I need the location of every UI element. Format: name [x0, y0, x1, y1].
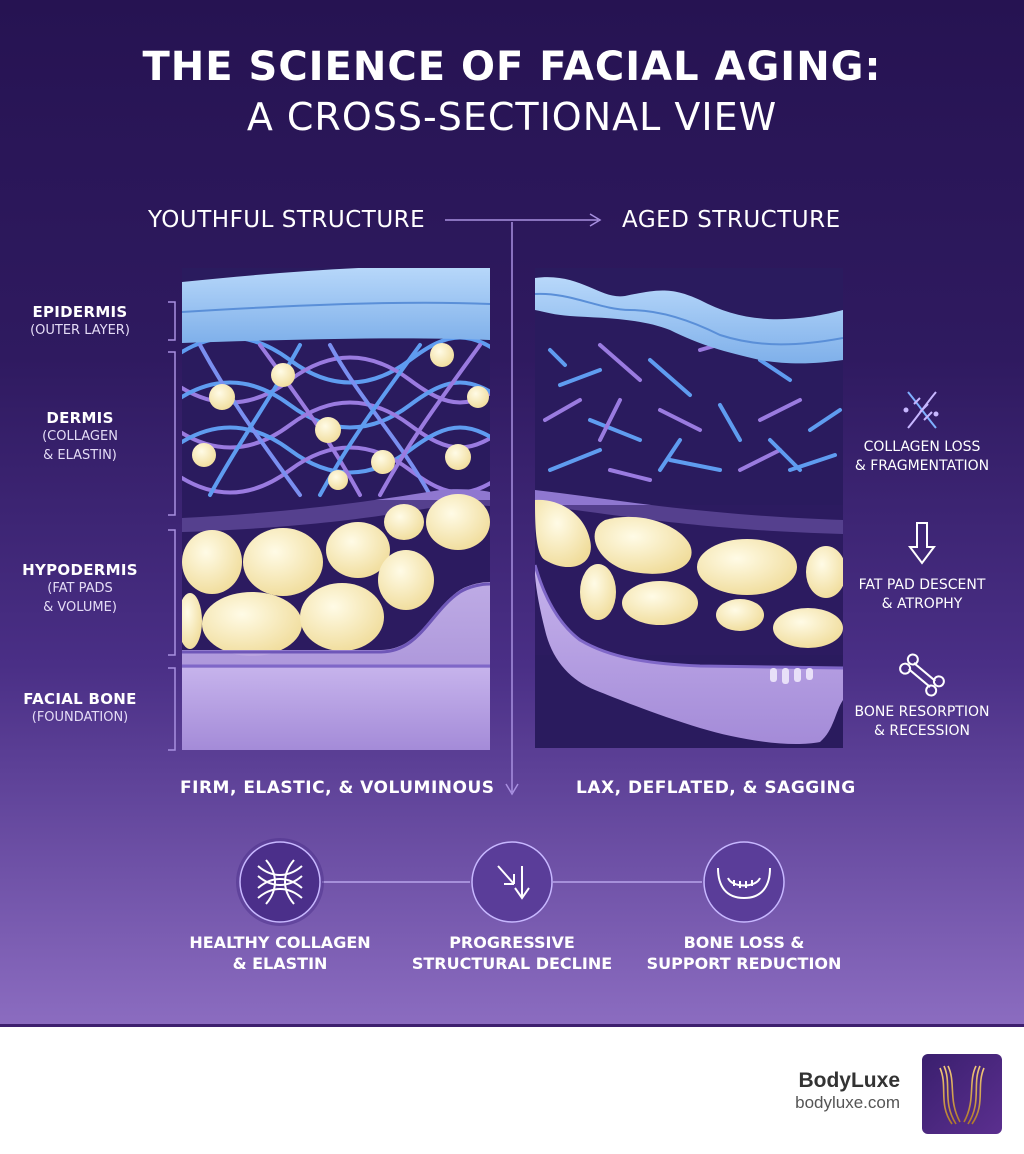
- youthful-cross-section: [182, 268, 490, 750]
- effect-fat-pad-descent: FAT PAD DESCENT & ATROPHY: [840, 576, 1004, 614]
- summary-line: PROGRESSIVE: [449, 933, 575, 952]
- aged-cross-section: [535, 268, 843, 748]
- youthful-caption: FIRM, ELASTIC, & VOLUMINOUS: [180, 778, 495, 798]
- summary-line: SUPPORT REDUCTION: [646, 954, 842, 973]
- aged-bone: [535, 565, 843, 745]
- layer-description: (OUTER LAYER): [30, 323, 130, 338]
- decline-arrows-icon: [471, 841, 553, 923]
- cross-section-diagram: [168, 213, 945, 926]
- main-subtitle: A CROSS-SECTIONAL VIEW: [246, 95, 778, 139]
- collagen-mesh-icon: [236, 838, 324, 926]
- youthful-epidermis: [182, 268, 490, 343]
- summary-line: HEALTHY COLLAGEN: [189, 933, 371, 952]
- effect-line: & FRAGMENTATION: [854, 458, 990, 474]
- aged-fragmented-fibers: [543, 338, 842, 482]
- layer-label-epidermis: EPIDERMIS (OUTER LAYER): [10, 303, 150, 340]
- layer-description: (FOUNDATION): [31, 710, 129, 725]
- infographic: THE SCIENCE OF FACIAL AGING: A CROSS-SEC…: [0, 0, 1024, 1024]
- effect-line: COLLAGEN LOSS: [863, 439, 981, 455]
- summary-bone-loss: BONE LOSS & SUPPORT REDUCTION: [634, 932, 854, 974]
- youthful-heading: YOUTHFUL STRUCTURE: [148, 207, 426, 233]
- bone-icon: [899, 653, 945, 697]
- aged-epidermis: [535, 277, 843, 364]
- effect-line: FAT PAD DESCENT: [858, 577, 986, 593]
- layer-brackets: [168, 301, 176, 751]
- effect-line: & ATROPHY: [881, 596, 963, 612]
- summary-structural-decline: PROGRESSIVE STRUCTURAL DECLINE: [402, 932, 622, 974]
- effect-line: BONE RESORPTION: [854, 704, 990, 720]
- brand-logo-icon: [922, 1054, 1002, 1134]
- center-divider: [505, 222, 519, 796]
- layer-name: EPIDERMIS: [32, 303, 128, 321]
- youthful-fat-pads: [182, 494, 490, 656]
- dna-icon: [903, 391, 939, 429]
- summary-line: & ELASTIN: [232, 954, 328, 973]
- aged-teeth: [770, 668, 813, 684]
- youthful-facial-bone: [182, 668, 490, 750]
- layer-description: (COLLAGEN: [42, 429, 118, 444]
- aged-fat-pads: [535, 499, 843, 648]
- aged-caption: LAX, DEFLATED, & SAGGING: [576, 778, 856, 798]
- summary-line: BONE LOSS &: [683, 933, 805, 952]
- layer-label-facial-bone: FACIAL BONE (FOUNDATION): [10, 690, 150, 727]
- layer-name: DERMIS: [46, 409, 114, 427]
- down-arrow-icon: [908, 522, 936, 565]
- summary-line: STRUCTURAL DECLINE: [411, 954, 613, 973]
- youthful-elastin-cells: [192, 343, 489, 490]
- effect-line: & RECESSION: [874, 723, 970, 739]
- effect-collagen-loss: COLLAGEN LOSS & FRAGMENTATION: [840, 438, 1004, 476]
- layer-name: HYPODERMIS: [22, 561, 138, 579]
- layer-label-dermis: DERMIS (COLLAGEN & ELASTIN): [10, 409, 150, 465]
- layer-description: (FAT PADS: [47, 581, 113, 596]
- jawbone-icon: [703, 841, 785, 923]
- layer-name: FACIAL BONE: [23, 690, 137, 708]
- main-title: THE SCIENCE OF FACIAL AGING:: [142, 44, 882, 90]
- layer-description: & ELASTIN): [43, 448, 117, 463]
- footer: BodyLuxe bodyluxe.com: [0, 1024, 1024, 1154]
- effect-bone-resorption: BONE RESORPTION & RECESSION: [840, 703, 1004, 741]
- summary-healthy-collagen: HEALTHY COLLAGEN & ELASTIN: [170, 932, 390, 974]
- aged-heading: AGED STRUCTURE: [622, 207, 841, 233]
- layer-label-hypodermis: HYPODERMIS (FAT PADS & VOLUME): [10, 561, 150, 617]
- brand-name: BodyLuxe: [798, 1069, 900, 1092]
- layer-description: & VOLUME): [43, 600, 117, 615]
- brand-url[interactable]: bodyluxe.com: [795, 1093, 900, 1112]
- heading-arrow: [445, 213, 602, 227]
